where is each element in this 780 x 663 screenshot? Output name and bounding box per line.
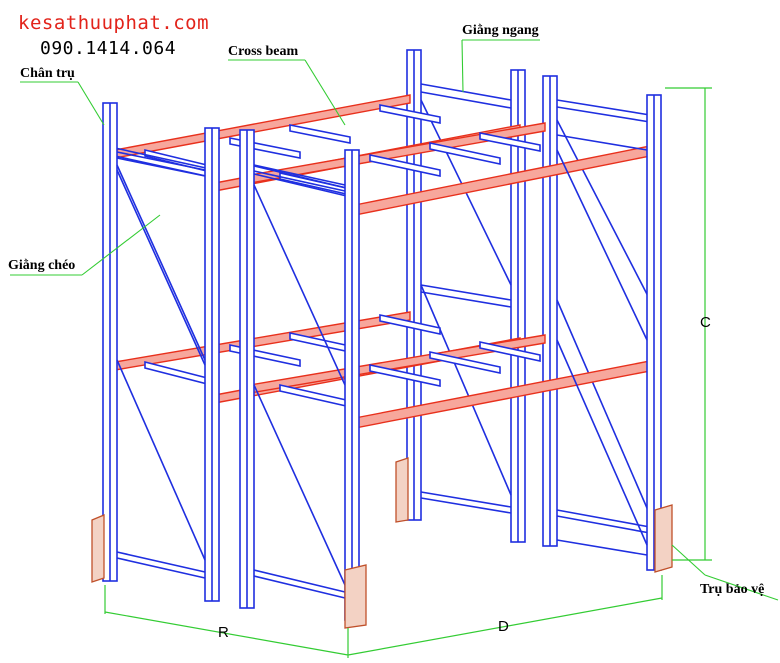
label-cross-beam: Cross beam [228,44,299,59]
dimension-lines [104,87,712,658]
label-tru-bao-ve: Trụ bảo vệ [700,582,765,597]
middle-frame [239,129,346,609]
guard-posts [91,457,673,629]
lower-beams [114,311,656,429]
leader-lines [10,39,779,601]
back-horizontal-bracing [420,83,651,534]
label-giang-cheo: Giằng chéo [8,258,76,273]
back-uprights [406,49,558,547]
upper-beams [114,94,656,216]
right-frame [556,94,662,571]
brand-website: kesathuuphat.com [18,12,210,34]
front-upright [344,149,360,621]
dimension-r: R [218,624,229,641]
dimension-c: C [700,314,711,331]
left-frame [102,102,220,602]
dimension-d: D [498,618,509,635]
label-chan-tru: Chân trụ [20,66,75,81]
label-giang-ngang: Giằng ngang [462,23,539,38]
brand-phone: 090.1414.064 [40,38,177,59]
